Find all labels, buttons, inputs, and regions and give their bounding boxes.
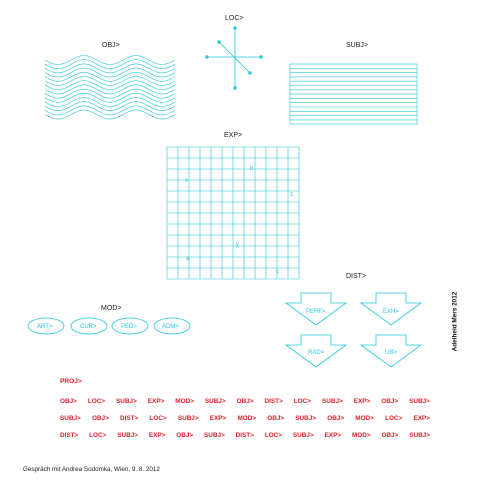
grid-letter-y: y <box>236 242 239 248</box>
proj-token: OBJ> <box>381 398 399 405</box>
dist-label-rad: RAD> <box>308 350 325 356</box>
proj-token: OBJ> <box>327 415 345 422</box>
obj-waves-graphic <box>44 55 176 120</box>
proj-token: MOD> <box>175 398 194 405</box>
mod-label: MOD> <box>101 305 122 312</box>
proj-token: LOC> <box>89 432 107 439</box>
dist-arrow-exh <box>359 292 423 326</box>
mod-item-ped: PED> <box>121 324 137 330</box>
proj-token: LOC> <box>385 415 403 422</box>
proj-token: DIST> <box>60 432 79 439</box>
loc-label: LOC> <box>225 15 244 22</box>
proj-token: SUBJ> <box>116 398 137 405</box>
proj-token: SUBJ> <box>409 432 430 439</box>
loc-compass-icon <box>205 26 263 90</box>
dist-label-perf: PERF> <box>306 309 326 315</box>
proj-token: SUBJ> <box>204 432 225 439</box>
proj-token: SUBJ> <box>117 432 139 439</box>
dist-label: DIST> <box>346 273 367 280</box>
mod-items <box>27 317 191 335</box>
proj-token: SUBJ> <box>409 398 430 405</box>
proj-token: MOD> <box>355 415 374 422</box>
proj-token: OBJ> <box>236 398 254 405</box>
dist-arrows <box>284 292 423 368</box>
grid-letter-x: x <box>185 178 188 184</box>
subj-label: SUBJ> <box>346 42 368 49</box>
proj-token: EXP> <box>147 398 165 405</box>
proj-token: SUBJ> <box>295 415 317 422</box>
mod-item-art: ART> <box>37 324 53 330</box>
dist-arrow-ub <box>359 334 423 368</box>
proj-token: LOC> <box>87 398 106 405</box>
dist-label-exh: EXH> <box>383 309 399 315</box>
proj-token: SUBJ> <box>60 415 81 422</box>
proj-token: LOC> <box>149 415 167 422</box>
dist-arrow-perf <box>284 292 348 326</box>
proj-token: DIST> <box>264 398 283 405</box>
proj-row-1: OBJ> LOC> SUBJ> EXP> MOD> SUBJ> OBJ> DIST> LOC> S… <box>60 398 430 405</box>
proj-token: DIST> <box>235 432 254 439</box>
proj-token: SUBJ> <box>204 398 226 405</box>
grid-letter-c: c <box>276 269 279 275</box>
proj-token: EXP> <box>148 432 166 439</box>
proj-token: MOD> <box>351 432 371 439</box>
proj-token: OBJ> <box>60 398 77 405</box>
exp-grid <box>166 146 300 280</box>
proj-row-2: SUBJ> OBJ> DIST> LOC> SUBJ> EXP> MOD> OBJ> SUBJ>… <box>60 415 430 422</box>
exp-label: EXP> <box>224 132 243 139</box>
grid-letter-a: a <box>186 256 190 262</box>
mod-ellipse-ped <box>111 317 149 335</box>
proj-token: EXP> <box>324 432 342 439</box>
proj-token: EXP> <box>413 415 430 422</box>
grid-letter-z: z <box>290 192 293 198</box>
subj-lined-pad-graphic <box>289 63 418 125</box>
proj-token: DIST> <box>119 415 139 422</box>
proj-token: SUBJ> <box>177 415 199 422</box>
proj-token: OBJ> <box>176 432 194 439</box>
proj-token: LOC> <box>264 432 283 439</box>
proj-token: SUBJ> <box>321 398 343 405</box>
mod-item-adm: ADM> <box>162 324 179 330</box>
mod-item-cur: CUR> <box>80 324 97 330</box>
mod-ellipse-cur <box>70 317 108 335</box>
dist-label-ub: UB> <box>385 350 397 356</box>
dist-arrow-rad <box>284 334 348 368</box>
proj-token: OBJ> <box>267 415 285 422</box>
proj-token: OBJ> <box>381 432 399 439</box>
obj-label: OBJ> <box>102 42 120 49</box>
proj-token: EXP> <box>353 398 371 405</box>
footer-caption: Gespräch mit Andrea Sodomka, Wien, 9. 8.… <box>23 466 160 473</box>
grid-letter-b: b <box>250 166 254 172</box>
proj-token: OBJ> <box>91 415 109 422</box>
proj-token: LOC> <box>293 398 312 405</box>
proj-token: MOD> <box>237 415 257 422</box>
proj-row-3: DIST> LOC> SUBJ> EXP> OBJ> SUBJ> DIST> LOC> SUBJ… <box>60 432 430 439</box>
artist-credit: Adelheid Mers 2012 <box>451 291 459 352</box>
mod-ellipse-art <box>27 317 65 335</box>
proj-token: EXP> <box>209 415 227 422</box>
proj-title: PROJ> <box>60 378 82 385</box>
proj-token: SUBJ> <box>292 432 314 439</box>
mod-ellipse-adm <box>153 317 191 335</box>
